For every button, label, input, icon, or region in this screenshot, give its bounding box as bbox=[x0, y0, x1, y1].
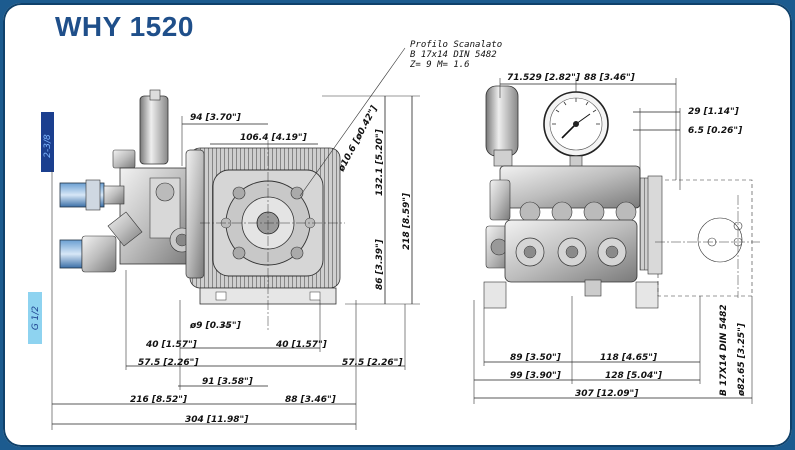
unloader-valve bbox=[139, 95, 169, 165]
shaft-callout-line1: Profilo Scanalato bbox=[410, 40, 502, 50]
dim-91: 91 [3.58"] bbox=[202, 377, 254, 387]
flange-diameter-label: ø82.65 [3.25"] bbox=[737, 322, 747, 397]
port-tag-top-label: 2-3/8 bbox=[43, 134, 53, 158]
dim-57-left: 57.5 [2.26"] bbox=[138, 358, 199, 368]
pump-front-view bbox=[483, 85, 760, 309]
shaft-callout-line2: B 17x14 DIN 5482 bbox=[410, 50, 497, 60]
unloader-valve-front bbox=[485, 85, 519, 157]
inlet-fitting bbox=[59, 239, 83, 269]
dim-bolt-9: ø9 [0.35"] bbox=[189, 321, 242, 331]
dim-128: 128 [5.04"] bbox=[605, 371, 663, 381]
dim-88: 88 [3.46"] bbox=[285, 395, 337, 405]
port-tag-bottom-label: G 1/2 bbox=[31, 306, 41, 331]
dim-304: 304 [11.98"] bbox=[185, 415, 249, 425]
gauge-needle bbox=[561, 123, 577, 139]
model-title: WHY 1520 bbox=[55, 11, 194, 42]
shaft-spec-label: B 17X14 DIN 5482 bbox=[719, 304, 729, 396]
port-tag-top: 2-3/8 bbox=[41, 112, 54, 172]
dim-89: 89 [3.50"] bbox=[510, 353, 562, 363]
dim-132: 132.1 [5.20"] bbox=[375, 128, 385, 196]
dim-216: 216 [8.52"] bbox=[130, 395, 188, 405]
dim-40-right: 40 [1.57"] bbox=[275, 340, 328, 350]
dim-71-529: 71.529 [2.82"] bbox=[507, 73, 581, 83]
dim-118: 118 [4.65"] bbox=[600, 353, 658, 363]
dim-88-top: 88 [3.46"] bbox=[584, 73, 636, 83]
dim-307: 307 [12.09"] bbox=[575, 389, 639, 399]
pump-head bbox=[499, 165, 641, 209]
port-tag-bottom: G 1/2 bbox=[28, 292, 42, 344]
dim-106: 106.4 [4.19"] bbox=[240, 133, 308, 143]
dim-6-5: 6.5 [0.26"] bbox=[688, 126, 743, 136]
right-dimensions: 71.529 [2.82"] 88 [3.46"] 29 [1.14"] 6.5… bbox=[473, 73, 753, 404]
dim-86: 86 [3.39"] bbox=[375, 238, 385, 290]
shaft-callout-line3: Z= 9 M= 1.6 bbox=[409, 60, 470, 70]
dim-29: 29 [1.14"] bbox=[688, 107, 740, 117]
dim-40-left: 40 [1.57"] bbox=[145, 340, 198, 350]
dim-218: 218 [8.59"] bbox=[402, 192, 412, 250]
pump-side-view bbox=[59, 89, 341, 305]
dim-99: 99 [3.90"] bbox=[510, 371, 562, 381]
dim-57-right: 57.5 [2.26"] bbox=[342, 358, 403, 368]
dim-94: 94 [3.70"] bbox=[190, 113, 242, 123]
